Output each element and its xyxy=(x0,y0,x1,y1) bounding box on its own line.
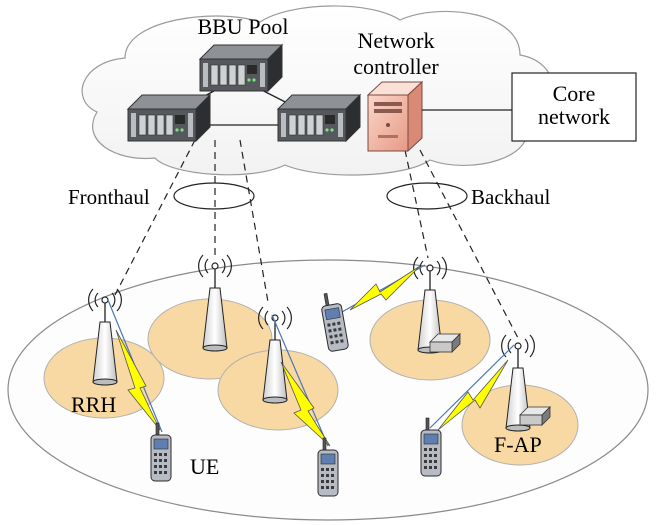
rrh-label: RRH xyxy=(71,392,116,417)
bbu-server-icon xyxy=(277,94,361,142)
bbu-server-icon xyxy=(199,44,283,92)
core-network-box xyxy=(511,72,637,142)
core-network-label-line2: network xyxy=(538,104,610,129)
wireless-link-icons xyxy=(115,265,509,447)
network-controller-icon xyxy=(366,80,424,153)
backhaul-links xyxy=(404,149,519,339)
backhaul-ellipse xyxy=(386,182,468,210)
fronthaul-links xyxy=(114,139,269,303)
bbu-server-icon xyxy=(127,94,211,142)
bbu-pool-label: BBU Pool xyxy=(197,14,288,39)
fronthaul-ellipse xyxy=(173,182,255,210)
ue-label: UE xyxy=(190,454,219,479)
cloud-shape xyxy=(81,5,554,176)
fap-label: F-AP xyxy=(494,432,542,457)
network-controller-label-line1: Network xyxy=(358,28,435,53)
core-network-label-line1: Core xyxy=(553,81,596,106)
network-controller-label-line2: controller xyxy=(353,54,439,79)
backhaul-label: Backhaul xyxy=(471,185,550,209)
fronthaul-label: Fronthaul xyxy=(68,185,150,209)
